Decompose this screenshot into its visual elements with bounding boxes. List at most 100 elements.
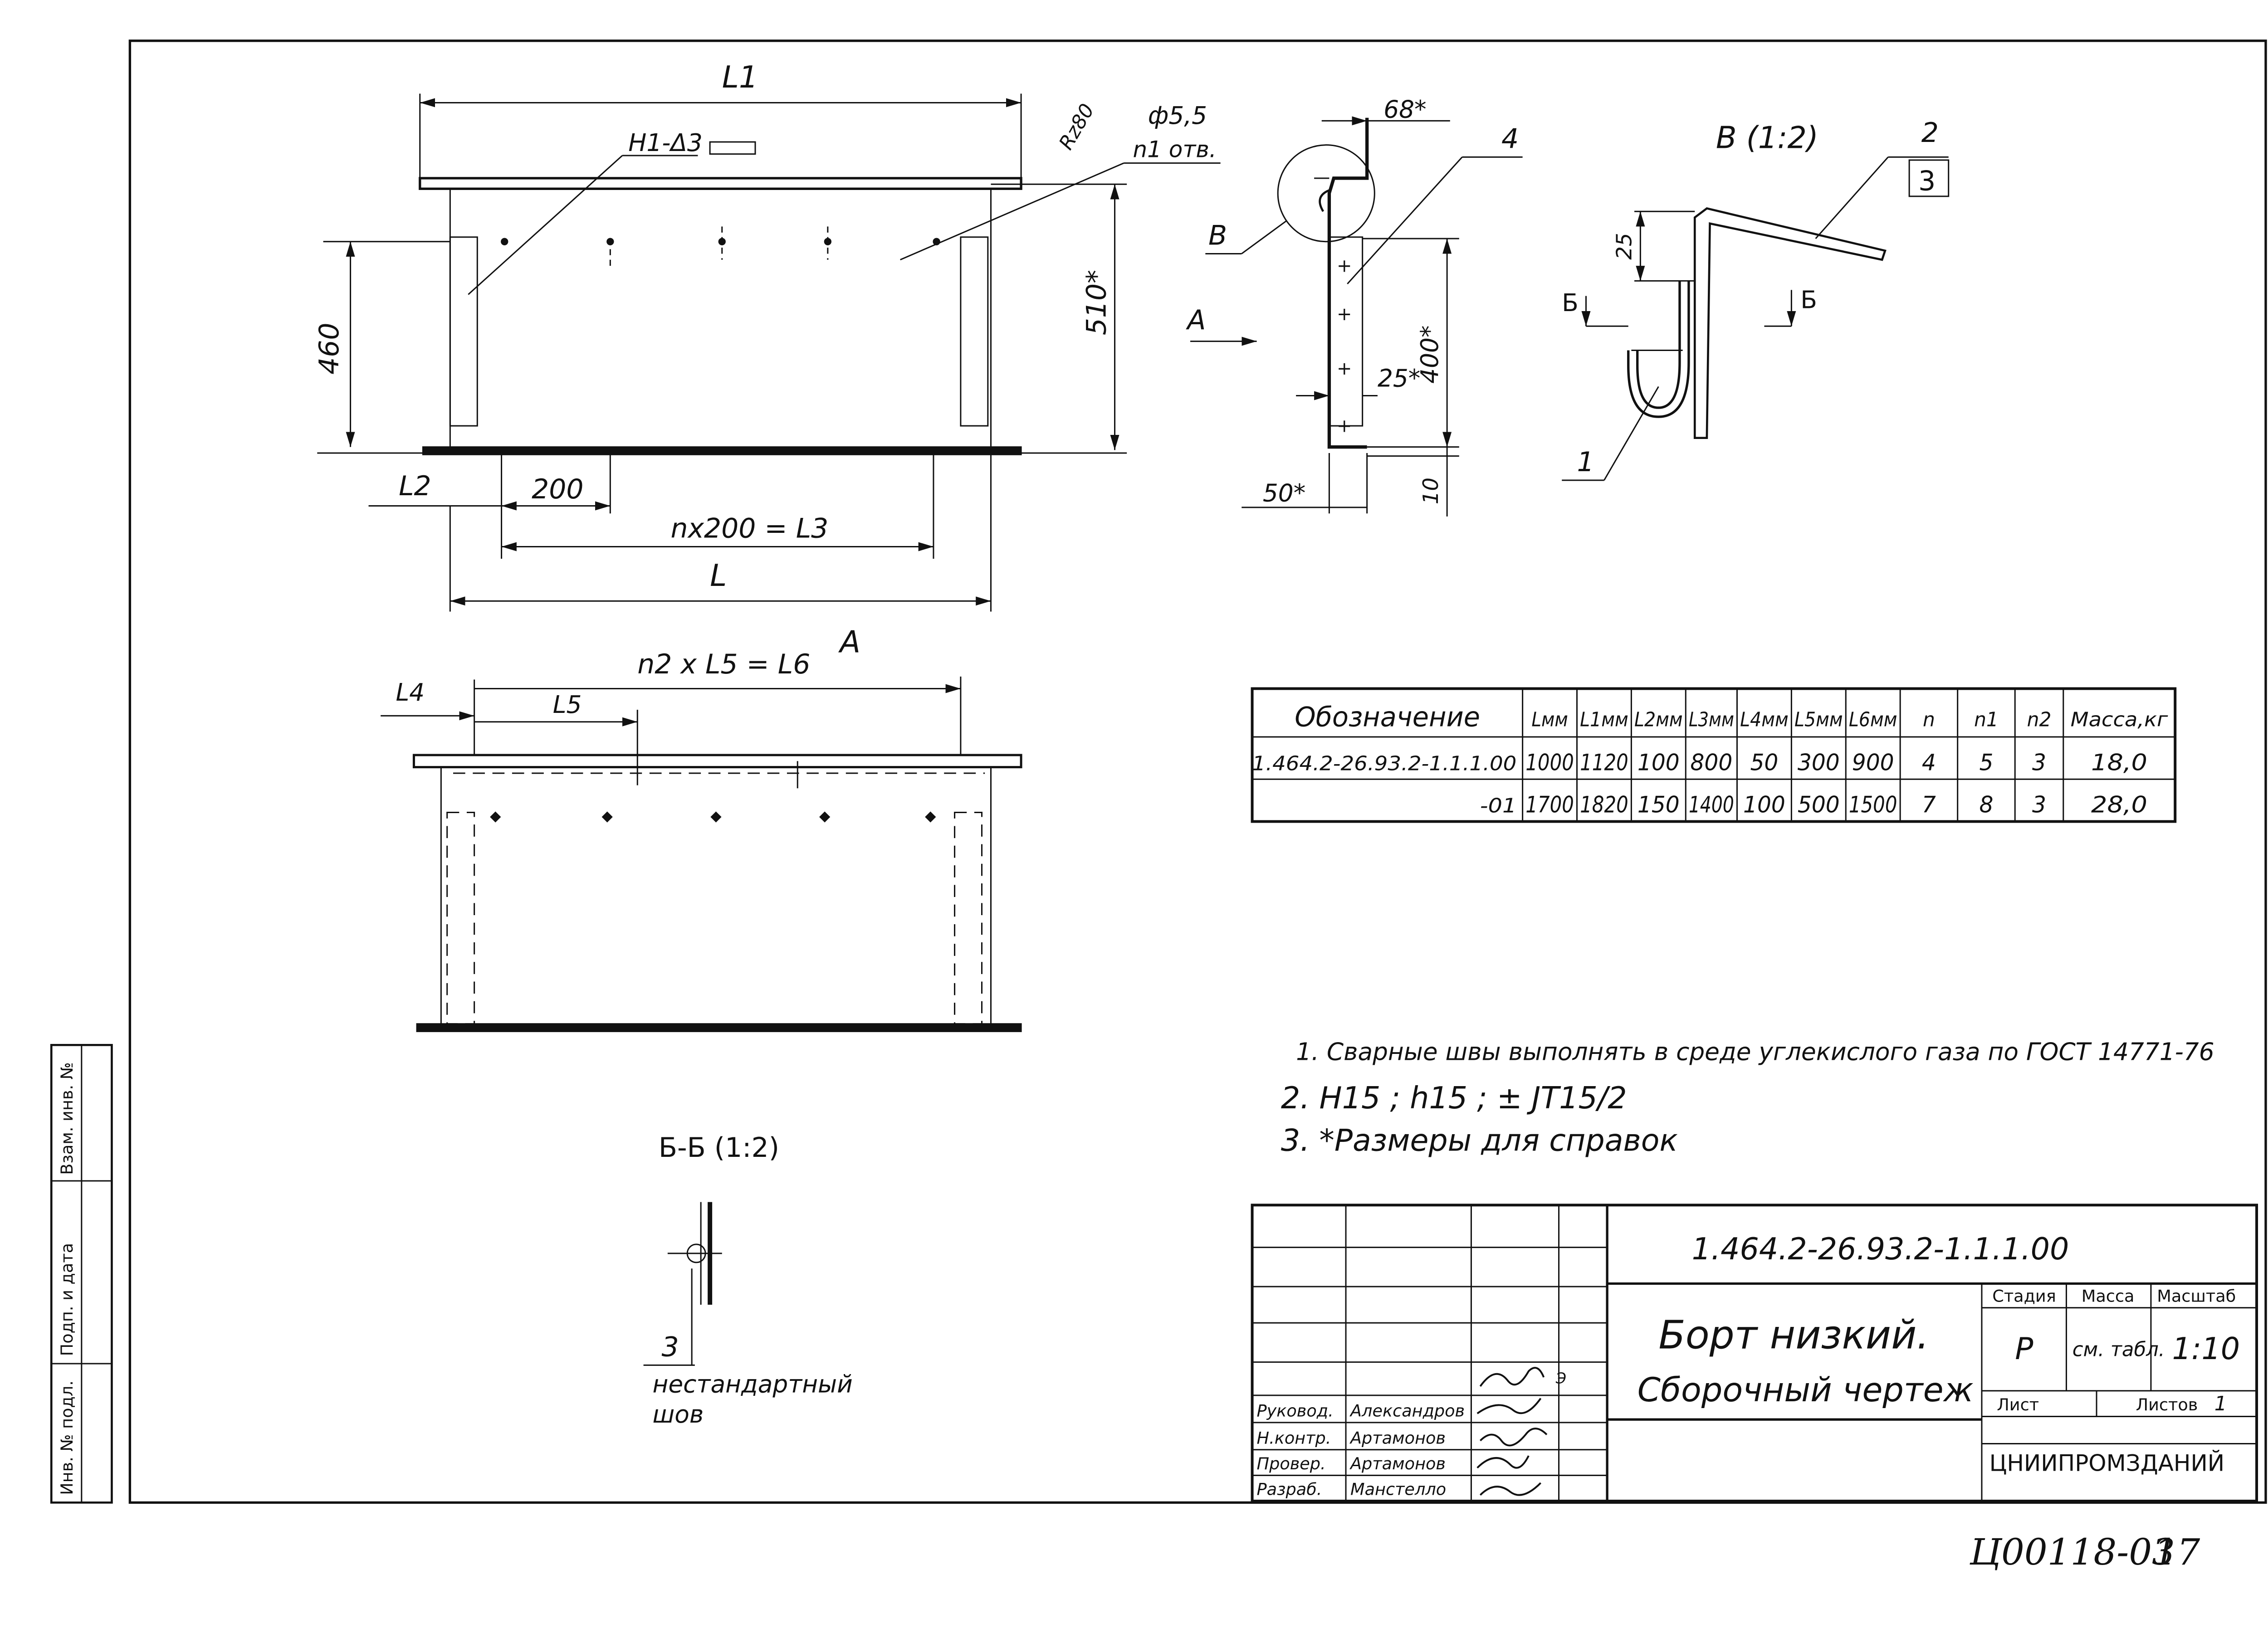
table-cell: 8 [1979,792,1993,818]
right-stiffener [960,236,989,427]
dim-510: 510* [1081,270,1113,335]
section-bb-title: Б-Б (1:2) [659,1132,779,1164]
small-mark: Э [1555,1369,1566,1387]
stage-label: Стадия [1992,1286,2056,1306]
hole-count: n1 отв. [1133,136,1217,162]
table-cell: 18,0 [2091,749,2147,775]
side-view: + + + + 68* 4 В А 400* 25* 50* [1185,96,1523,517]
section-bb-pos-3: 3 [662,1331,679,1363]
weld-label: H1-Δ3 [628,129,702,157]
table-header-cell: n [1923,709,1935,731]
table-cell: 1120 [1580,749,1628,775]
detail-b: В (1:2) 25 2 3 Б Б 1 [1562,117,1950,481]
table-cell: 100 [1637,749,1680,775]
detail-b-title: В (1:2) [1716,120,1818,155]
sheet-label: Лист [1997,1395,2039,1414]
table-cell: 1.464.2-26.93.2-1.1.1.00 [1252,752,1517,775]
table-cell: -01 [1480,795,1517,818]
cut-right: Б [1800,286,1817,314]
stamp-inv: Инв. № подл. [57,1380,77,1495]
view-a: А n2 x L5 = L6 L4 L5 [381,624,1022,1032]
doc-number: 1.464.2-26.93.2-1.1.1.00 [1692,1231,2069,1267]
table-cell: 100 [1743,792,1785,818]
scale-label: Масштаб [2157,1286,2236,1306]
name-2: Артамонов [1349,1428,1446,1448]
table-header-cell: L5мм [1794,709,1843,731]
dim-n2: n2 x L5 = L6 [637,648,810,680]
stage-value: Р [2015,1331,2033,1366]
notes: 1. Сварные швы выполнять в среде углекис… [1281,1038,2214,1158]
svg-text:+: + [1337,358,1352,379]
dim-L: L [710,558,727,593]
footer-code: Ц00118-03 [1969,1531,2175,1573]
dim-10: 10 [1418,478,1443,504]
table-cell: 4 [1922,749,1936,775]
table-cell: 7 [1922,792,1936,818]
dim-L5: L5 [553,691,582,719]
title-block: 1.464.2-26.93.2-1.1.1.00 Борт низкий. Сб… [1251,1204,2258,1503]
weld-note-2: шов [653,1400,704,1428]
view-a-title: А [838,624,860,660]
view-label-B: В [1208,219,1227,251]
table-cell: 1700 [1525,792,1574,818]
note-3: 3. *Размеры для справок [1281,1122,1678,1158]
dim-400: 400* [1416,326,1444,384]
table-cell: 28,0 [2091,792,2147,818]
detail-b-pos-2: 2 [1921,117,1939,149]
mass-value: см. табл. [2072,1338,2165,1361]
sheets-value: 1 [2214,1393,2227,1415]
dim-68: 68* [1383,96,1426,124]
detail-b-profile [1693,207,1887,439]
detail-circle [1277,144,1375,243]
bottom-flange [422,446,1022,455]
front-view: L1 H1-Δ3 Rz80 ф5,5 n1 отв. 460 [313,59,1221,612]
table-cell: 3 [2032,792,2046,818]
table-cell: 50 [1750,749,1778,775]
weld-note-1: нестандартный [653,1370,853,1398]
table-cell: 150 [1637,792,1680,818]
cut-left: Б [1562,289,1579,317]
table-header-cell: L6мм [1849,709,1897,731]
table-header-cell: L3мм [1689,709,1734,731]
hole-diameter: ф5,5 [1148,102,1207,130]
table-cell: 3 [2032,749,2046,775]
dim-50: 50* [1263,479,1305,507]
view-label-A: А [1185,304,1206,336]
detail-b-pos-3: 3 [1918,166,1936,197]
detail-b-dim-25: 25 [1612,233,1636,259]
table-cell: 1000 [1525,749,1574,775]
sheets-label: Листов [2136,1395,2198,1414]
table-cell: 300 [1798,749,1840,775]
table-header-cell: Обозначение [1295,702,1480,733]
drawing-type: Сборочный чертеж [1637,1371,1974,1409]
section-bb: Б-Б (1:2) 3 нестандартный шов [643,1132,853,1428]
table-cell: 1400 [1689,792,1734,818]
role-2: Н.контр. [1257,1428,1331,1448]
organization: ЦНИИПРОМЗДАНИЙ [1989,1449,2225,1476]
note-2: 2. H15 ; h15 ; ± JT15/2 [1281,1080,1627,1116]
dim-460: 460 [313,322,345,374]
roughness: Rz80 [1055,100,1099,153]
footer-page: 17 [2154,1531,2200,1573]
table-cell: 1500 [1849,792,1897,818]
svg-text:+: + [1337,304,1352,325]
dim-n200: nx200 = L3 [671,512,829,544]
name-1: Александров [1349,1401,1465,1421]
weld-symbol [709,141,756,155]
side-profile [1327,117,1369,449]
dim-25: 25* [1378,364,1420,392]
table-header-cell: L1мм [1580,709,1628,731]
dim-200: 200 [532,473,583,505]
table-cell: 800 [1690,749,1732,775]
mass-label: Масса [2082,1286,2135,1306]
stamp-sign: Подп. и дата [57,1243,77,1356]
sheet-frame [128,39,2267,1504]
note-1: 1. Сварные швы выполнять в среде углекис… [1296,1038,2214,1066]
stamp-replace: Взам. инв. № [57,1062,77,1175]
table-header-cell: n1 [1974,709,1999,731]
top-flange [419,177,1022,190]
role-1: Руковод. [1257,1401,1334,1421]
scale-value: 1:10 [2172,1331,2240,1366]
